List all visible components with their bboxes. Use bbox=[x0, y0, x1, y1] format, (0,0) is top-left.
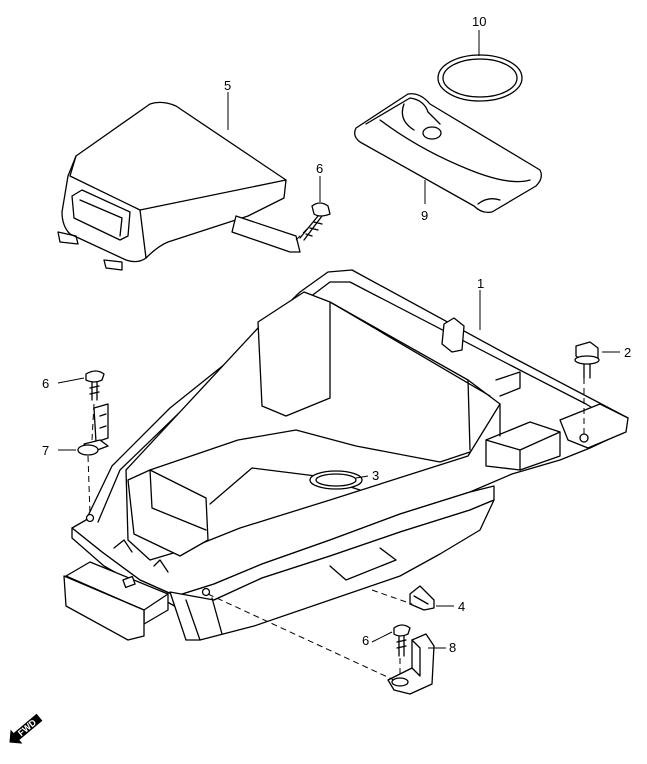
part-6-screw-top bbox=[299, 202, 331, 241]
callout-6-left: 6 bbox=[42, 376, 49, 391]
part-8-bracket bbox=[387, 633, 435, 695]
callout-6-bottom: 6 bbox=[362, 633, 369, 648]
part-2-bolt bbox=[574, 341, 600, 379]
callout-4: 4 bbox=[458, 599, 465, 614]
assembly-lines bbox=[87, 225, 585, 681]
part-6-screw-left bbox=[85, 370, 105, 401]
part-1-tray bbox=[63, 269, 629, 641]
callout-2: 2 bbox=[624, 345, 631, 360]
fwd-arrow-icon: FWD bbox=[9, 713, 43, 744]
part-4-clip bbox=[409, 585, 435, 611]
callout-9: 9 bbox=[421, 208, 428, 223]
part-5-cover bbox=[57, 101, 301, 271]
part-3-grommet bbox=[315, 473, 357, 487]
leader-lines bbox=[57, 30, 620, 649]
callout-8: 8 bbox=[449, 640, 456, 655]
part-9-tool-bag bbox=[354, 93, 542, 214]
part-10-o-ring bbox=[437, 54, 523, 102]
callout-3: 3 bbox=[372, 468, 379, 483]
callout-7: 7 bbox=[42, 443, 49, 458]
part-6-screw-bottom bbox=[393, 624, 411, 657]
callout-10: 10 bbox=[472, 14, 486, 29]
callout-6-top: 6 bbox=[316, 161, 323, 176]
part-7-clip-nut bbox=[77, 403, 109, 456]
callout-5: 5 bbox=[224, 78, 231, 93]
callout-1: 1 bbox=[477, 276, 484, 291]
callout-labels: 10 9 5 6 1 2 3 4 6 7 6 8 bbox=[42, 14, 631, 655]
